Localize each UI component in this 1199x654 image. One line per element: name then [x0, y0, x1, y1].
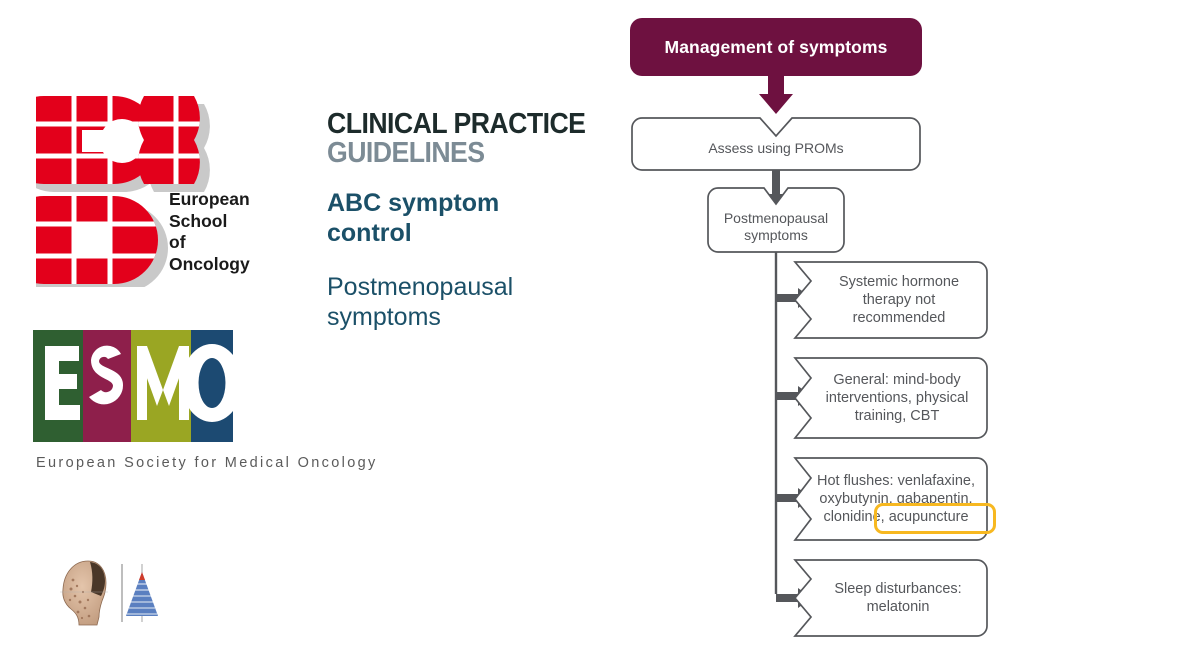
esmo-subtitle: European Society for Medical Oncology: [36, 455, 378, 471]
cpg-line-2: GUIDELINES: [327, 139, 585, 168]
pyramid-chart-thumbnail: [116, 558, 168, 628]
eso-logo-wordmark: European School of Oncology: [169, 189, 250, 275]
cpg-line-2-text: GUIDELINES: [327, 137, 485, 169]
branch-box-4-label: Sleep disturbances: melatonin: [834, 581, 962, 615]
management-of-symptoms-flowchart: Management of symptoms Assess using PROM…: [620, 0, 1199, 654]
assess-box-shape: [631, 117, 921, 171]
guideline-subtitle: Postmenopausal symptoms: [327, 273, 514, 331]
esmo-logo: European Society for Medical Oncology: [33, 330, 383, 480]
flowchart-header-label: Management of symptoms: [664, 36, 888, 57]
postmenopausal-box-label: Postmenopausal symptoms: [723, 209, 829, 244]
eso-logo-mark: [36, 92, 210, 287]
guideline-title: ABC symptom control: [327, 189, 500, 247]
branch-box-4-shape: [793, 559, 988, 637]
clinical-practice-guidelines-heading: CLINICAL PRACTICE GUIDELINES: [327, 110, 607, 168]
cpg-line-1: CLINICAL PRACTICE: [327, 108, 586, 140]
branch-box-1-shape: [793, 261, 988, 339]
eso-word-2: of: [169, 232, 186, 252]
eso-logo: European School of Oncology: [36, 92, 250, 287]
left-branding-panel: European School of Oncology: [33, 92, 607, 632]
branch-box-2-shape: [793, 357, 988, 439]
eso-word-0: European: [169, 189, 250, 209]
flowchart-header-shape: [630, 18, 922, 76]
branch-box-3-label: Hot flushes: venlafaxine, oxybutynin, ga…: [817, 473, 975, 525]
eso-word-3: Oncology: [169, 253, 250, 274]
thumbnail-row: [58, 556, 168, 632]
branch-box-2-label: General: mind-body interventions, physic…: [825, 372, 969, 424]
esmo-logo-mark: [33, 330, 243, 447]
anatomical-head-thumbnail: [58, 556, 110, 628]
eso-word-1: School: [169, 210, 228, 231]
branch-box-1-label: Systemic hormone therapy not recommended: [838, 274, 960, 326]
assess-box-label: Assess using PROMs: [708, 140, 844, 157]
cpg-line-1-text: CLINICAL PRACTICE: [327, 108, 586, 140]
postmenopausal-box-shape: [707, 187, 845, 253]
